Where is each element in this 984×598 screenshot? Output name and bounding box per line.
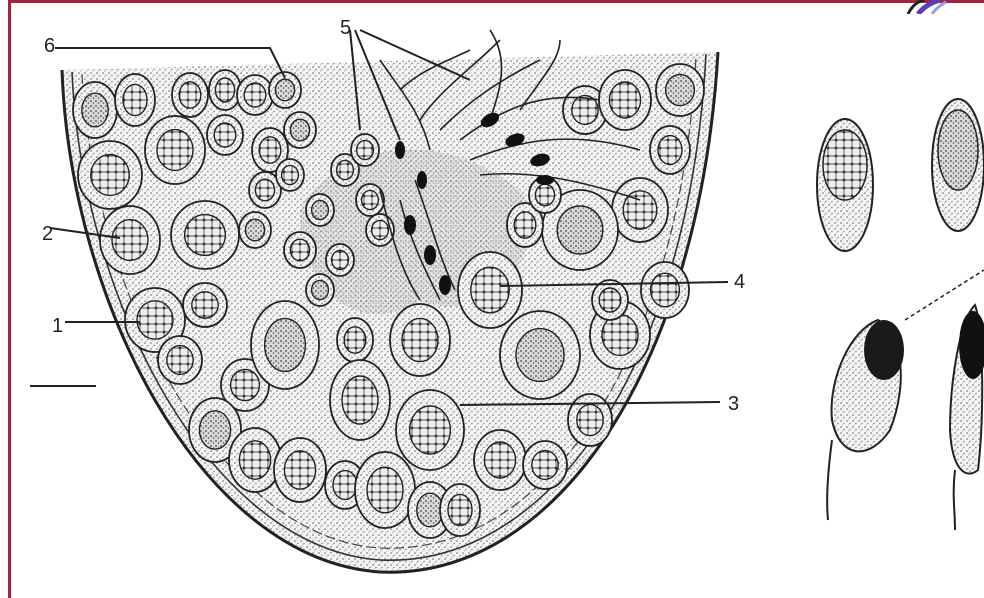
cell-nucleus xyxy=(344,327,366,353)
cell-nucleus xyxy=(577,404,603,435)
cell-nucleus xyxy=(239,441,270,479)
cell-nucleus xyxy=(362,190,379,209)
cell-nucleus xyxy=(255,179,274,201)
cell-nucleus xyxy=(192,292,218,318)
cell-nucleus xyxy=(259,137,281,163)
cell-nucleus xyxy=(342,376,378,424)
cell-nucleus xyxy=(244,83,266,107)
cell-nucleus xyxy=(514,212,536,238)
cell-nucleus xyxy=(123,84,147,115)
cell-nucleus xyxy=(179,82,201,108)
cell-nucleus xyxy=(157,130,193,171)
spermatid-stage-1 xyxy=(817,119,873,251)
cell-nucleus xyxy=(516,329,564,382)
cell-nucleus xyxy=(265,319,306,372)
cell-nucleus xyxy=(333,471,357,500)
cell-nucleus xyxy=(245,219,264,241)
spermatid-stage-3 xyxy=(827,320,904,520)
cell-nucleus xyxy=(337,160,354,179)
cell-nucleus xyxy=(609,82,640,118)
cell-nucleus xyxy=(367,467,403,513)
spermatid-stage-2 xyxy=(932,99,984,231)
cell-nucleus xyxy=(282,165,299,184)
cell-nucleus xyxy=(599,288,621,312)
spermatid-stages xyxy=(817,99,984,530)
cell-nucleus xyxy=(471,267,509,313)
cell-nucleus xyxy=(666,74,695,105)
label-5: 5 xyxy=(340,17,351,39)
cell-nucleus xyxy=(312,280,329,299)
cell-nucleus xyxy=(658,136,682,165)
cell-nucleus xyxy=(448,494,472,525)
label-6: 6 xyxy=(44,35,55,57)
cell-nucleus xyxy=(137,301,173,339)
cell-nucleus xyxy=(82,93,108,127)
cell-nucleus xyxy=(410,406,451,454)
cell-nucleus xyxy=(402,318,438,361)
cell-nucleus xyxy=(91,155,129,196)
cell-nucleus xyxy=(214,123,236,147)
label-1: 1 xyxy=(52,315,63,337)
cell-nucleus xyxy=(275,79,294,101)
cell-nucleus xyxy=(215,78,234,102)
cell-nucleus xyxy=(312,200,329,219)
cell-nucleus xyxy=(535,184,554,206)
cell-nucleus xyxy=(532,451,558,480)
cell-nucleus xyxy=(231,369,260,400)
cell-nucleus xyxy=(372,220,389,239)
label-2: 2 xyxy=(42,223,53,245)
cell-nucleus xyxy=(557,206,603,254)
cell-nucleus xyxy=(112,220,148,261)
spermatid-stage-4 xyxy=(950,305,984,530)
cell-nucleus xyxy=(484,442,515,478)
label-3: 3 xyxy=(728,393,739,415)
cell-nucleus xyxy=(332,250,349,269)
label-4: 4 xyxy=(734,271,745,293)
cell-nucleus xyxy=(167,346,193,375)
cell-nucleus xyxy=(290,239,309,261)
cell-nucleus xyxy=(199,411,230,449)
cell-nucleus xyxy=(290,119,309,141)
cell-nucleus xyxy=(284,451,315,489)
cell-nucleus xyxy=(357,140,374,159)
cell-nucleus xyxy=(651,273,680,307)
cell-nucleus xyxy=(185,215,226,256)
